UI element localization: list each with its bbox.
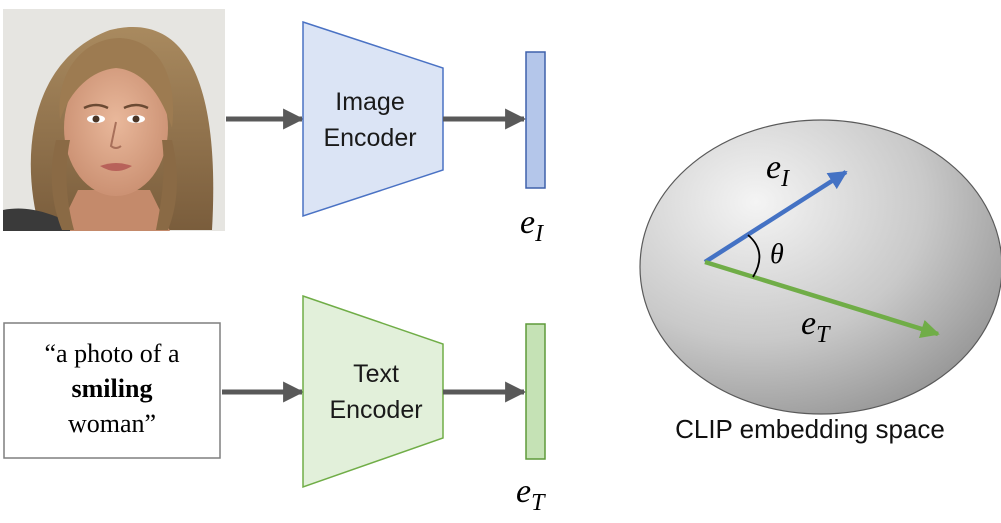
- image-embedding-label: eI: [520, 204, 544, 247]
- image-vector-arrow: [703, 170, 848, 264]
- text-encoder: Text Encoder: [302, 294, 444, 489]
- image-encoder-label-line-1: Image: [335, 88, 404, 116]
- text-vector-label: eT: [801, 305, 831, 348]
- text-encoder-label-line-2: Encoder: [329, 396, 422, 424]
- image-encoder: Image Encoder: [302, 20, 444, 218]
- embedding-space: θ eI eT: [639, 119, 1001, 415]
- image-vector-label: eI: [766, 149, 790, 192]
- text-encoder-label-line-1: Text: [353, 360, 399, 388]
- angle-label: θ: [770, 239, 784, 270]
- portrait-photo: [3, 9, 225, 231]
- prompt-line-3: woman”: [68, 409, 156, 438]
- text-prompt-box: “a photo of a smiling woman”: [3, 322, 221, 459]
- text-embedding-bar: [525, 323, 546, 460]
- image-encoder-label-line-2: Encoder: [323, 124, 416, 152]
- text-vector-arrow: [704, 259, 940, 339]
- text-embedding-label: eT: [516, 473, 546, 516]
- angle-arc: [747, 234, 761, 278]
- prompt-line-1: “a photo of a: [44, 339, 179, 368]
- image-embedding-bar: [525, 51, 546, 189]
- prompt-line-2: smiling: [72, 374, 153, 403]
- embedding-space-caption: CLIP embedding space: [675, 414, 945, 444]
- embedding-space-ellipse: [639, 119, 1001, 415]
